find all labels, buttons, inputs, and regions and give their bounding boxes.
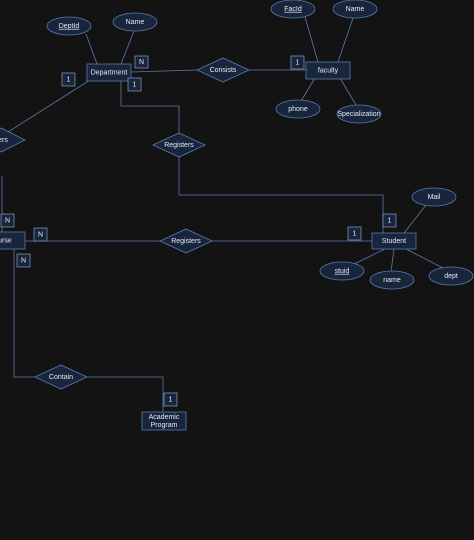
connector-deptname-department (120, 30, 135, 65)
attribute-facid: FacId (270, 0, 316, 19)
cardinality-course-contain: N (16, 253, 31, 268)
connector-registers-student (178, 157, 384, 233)
connector-department-left-relationship (7, 79, 91, 133)
cardinality-course-registers-label: N (38, 231, 43, 238)
connector-course-contain (13, 249, 35, 378)
relationship-contain-label: Contain (49, 374, 73, 381)
connector-stuid-student (349, 248, 386, 267)
relationship-partial-left-label: ers (0, 137, 8, 144)
cardinality-faculty-consists-label: 1 (296, 59, 300, 66)
cardinality-course-top: N (0, 213, 15, 228)
attribute-specialization-label: Specialization (337, 111, 380, 118)
cardinality-course-top-label: N (5, 217, 10, 224)
attribute-stu-dept-label: dept (444, 273, 458, 280)
connector-name-student (390, 248, 395, 273)
attribute-dept-name: Name (112, 12, 158, 32)
connector-facid-faculty (304, 16, 319, 63)
relationship-consists: Consists (196, 57, 250, 83)
cardinality-dept-registers-label: 1 (133, 81, 137, 88)
attribute-stu-dept: dept (428, 266, 474, 286)
cardinality-program-contain: 1 (163, 392, 178, 407)
connector-department-registers (120, 80, 180, 133)
cardinality-program-contain-label: 1 (169, 396, 173, 403)
cardinality-student-registers-dept-label: 1 (388, 217, 392, 224)
cardinality-dept-consists-label: N (139, 59, 144, 66)
attribute-facid-label: FacId (284, 6, 302, 13)
connector-dept-student (405, 248, 444, 269)
relationship-consists-label: Consists (210, 67, 237, 74)
attribute-phone: phone (275, 99, 321, 119)
relationship-registers-course-label: Registers (171, 238, 201, 245)
entity-student: Student (371, 232, 417, 250)
relationship-registers-dept: Registers (152, 132, 206, 158)
entity-course-label: ourse (0, 237, 12, 244)
relationship-partial-left: ers (0, 127, 26, 153)
attribute-fac-name-label: Name (346, 6, 365, 13)
connector-faculty-specialization (339, 77, 357, 106)
connector-mail-student (403, 204, 427, 234)
attribute-mail-label: Mail (428, 194, 441, 201)
entity-department: Department (86, 63, 132, 82)
cardinality-student-registers-course-label: 1 (353, 230, 357, 237)
cardinality-faculty-consists: 1 (290, 55, 305, 70)
cardinality-student-registers-dept: 1 (382, 213, 397, 228)
attribute-stu-name: name (369, 270, 415, 290)
cardinality-course-registers: N (33, 227, 48, 242)
cardinality-dept-left: 1 (61, 72, 76, 87)
relationship-contain: Contain (34, 364, 88, 390)
entity-department-label: Department (91, 69, 128, 76)
entity-student-label: Student (382, 238, 406, 245)
entity-course: ourse (0, 231, 26, 250)
connector-contain-program (87, 376, 164, 412)
entity-faculty-label: faculty (318, 67, 339, 74)
connector-facname-faculty (337, 17, 354, 63)
cardinality-dept-registers: 1 (127, 77, 142, 92)
attribute-phone-label: phone (288, 106, 308, 113)
entity-academic-program: Academic Program (141, 411, 187, 431)
connector-deptid-department (85, 33, 98, 65)
attribute-specialization: Specialization (336, 104, 382, 124)
cardinality-dept-consists: N (134, 55, 149, 69)
connectors (1, 16, 444, 412)
cardinality-course-contain-label: N (21, 257, 26, 264)
attribute-mail: Mail (411, 187, 457, 207)
attribute-stuid: stuid (319, 261, 365, 281)
attribute-dept-name-label: Name (126, 19, 145, 26)
entity-faculty: faculty (305, 61, 351, 80)
attribute-fac-name: Name (332, 0, 378, 19)
connector-faculty-phone (300, 77, 316, 102)
cardinality-student-registers-course: 1 (347, 226, 362, 241)
entity-academic-program-label-line1: Academic (149, 414, 180, 421)
attribute-stu-name-label: name (383, 277, 401, 284)
connector-department-consists (130, 69, 198, 73)
relationship-registers-course: Registers (159, 228, 213, 254)
cardinality-dept-left-label: 1 (67, 76, 71, 83)
attribute-deptid: DeptId (46, 16, 92, 36)
relationship-registers-dept-label: Registers (164, 142, 194, 149)
attribute-deptid-label: DeptId (59, 23, 80, 30)
attribute-stuid-label: stuid (335, 268, 350, 275)
entity-academic-program-label-line2: Program (151, 422, 178, 429)
